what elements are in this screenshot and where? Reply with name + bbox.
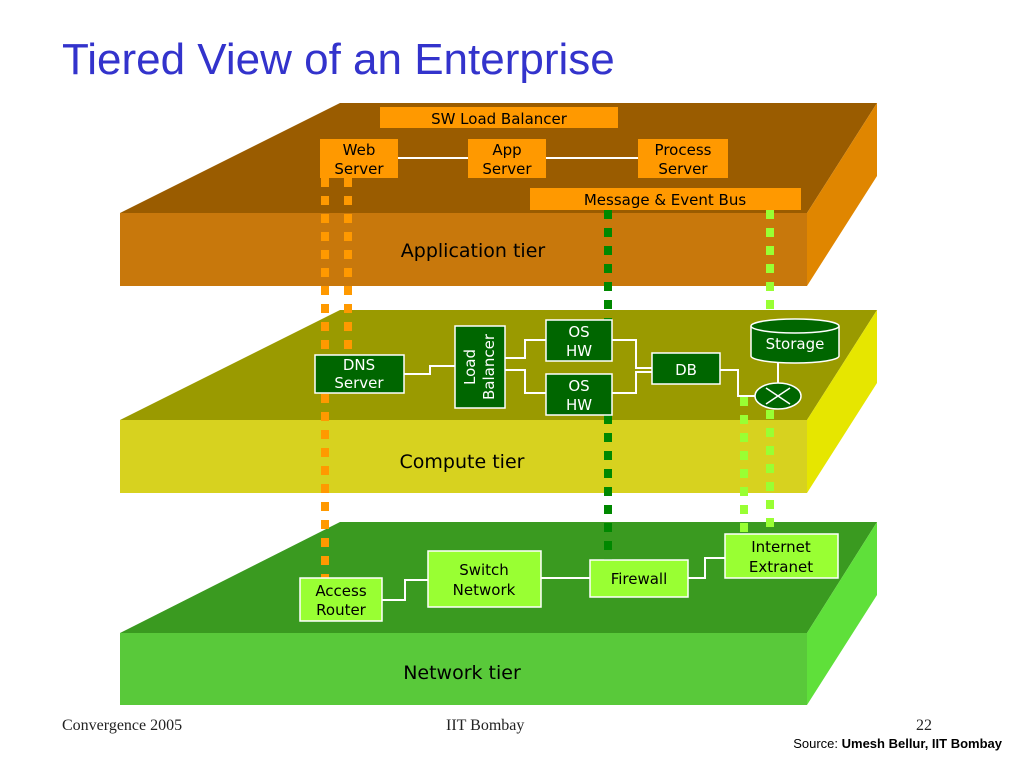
svg-text:Load: Load <box>461 349 479 385</box>
network-tier-front <box>120 633 807 705</box>
source-author: Umesh Bellur, IIT Bombay <box>841 736 1002 751</box>
db-box: DB <box>651 352 721 385</box>
svg-text:Server: Server <box>658 160 708 178</box>
os-hw-box-1: OS HW <box>545 319 613 362</box>
sw-load-balancer-box: SW Load Balancer <box>380 107 618 128</box>
footer-center: IIT Bombay <box>446 717 525 734</box>
lb-os1-link <box>505 339 546 359</box>
svg-text:Process: Process <box>655 141 712 159</box>
dns-lb-link <box>404 365 455 375</box>
load-balancer-box: Load Balancer <box>454 325 506 409</box>
internet-extranet-box: Internet Extranet <box>724 533 839 579</box>
application-tier-label: Application tier <box>401 240 546 262</box>
sw-load-balancer-label: SW Load Balancer <box>431 110 568 128</box>
svg-text:Server: Server <box>334 160 384 178</box>
svg-text:Server: Server <box>334 374 384 392</box>
svg-text:Access: Access <box>315 582 367 600</box>
svg-text:Internet: Internet <box>751 538 811 556</box>
svg-text:Network: Network <box>453 581 516 599</box>
firewall-box: Firewall <box>589 559 689 598</box>
slide-title: Tiered View of an Enterprise <box>62 35 615 84</box>
svg-text:HW: HW <box>566 396 592 414</box>
svg-text:HW: HW <box>566 342 592 360</box>
page-number: 22 <box>916 717 932 734</box>
storage-label: Storage <box>766 335 825 353</box>
compute-tier-side <box>807 310 877 493</box>
lb-os2-link <box>505 369 546 394</box>
message-event-bus-box: Message & Event Bus <box>530 188 801 210</box>
app-server-box: App Server <box>468 139 546 178</box>
os1-db-link <box>612 339 652 369</box>
network-tier-side <box>807 522 877 705</box>
storage-cylinder: Storage <box>750 318 840 364</box>
web-server-box: Web Server <box>320 139 398 178</box>
switch-network-box: Switch Network <box>427 550 542 608</box>
os2-db-link <box>612 371 652 394</box>
db-switch-link <box>720 369 755 397</box>
os-hw-box-2: OS HW <box>545 373 613 416</box>
compute-tier-label: Compute tier <box>400 451 525 473</box>
process-server-box: Process Server <box>638 139 728 178</box>
svg-text:Router: Router <box>316 601 367 619</box>
compute-tier-front <box>120 420 807 493</box>
svg-text:OS: OS <box>568 323 589 341</box>
firewall-label: Firewall <box>611 570 668 588</box>
storage-switch-icon <box>754 382 802 410</box>
svg-text:OS: OS <box>568 377 589 395</box>
svg-text:Web: Web <box>343 141 376 159</box>
footer-left: Convergence 2005 <box>62 717 183 734</box>
source-credit: Source: Umesh Bellur, IIT Bombay <box>793 736 1002 751</box>
firewall-internet-link <box>688 557 725 579</box>
compute-tier: Compute tier <box>120 310 877 493</box>
message-event-bus-label: Message & Event Bus <box>584 191 747 209</box>
access-router-box: Access Router <box>299 577 383 622</box>
application-tier-front <box>120 213 807 286</box>
application-tier-side <box>807 103 877 286</box>
svg-text:DNS: DNS <box>343 356 375 374</box>
router-switch-link <box>382 579 428 601</box>
dns-server-box: DNS Server <box>314 354 405 394</box>
svg-text:Server: Server <box>482 160 532 178</box>
svg-text:DB: DB <box>675 361 697 379</box>
svg-text:Switch: Switch <box>459 561 509 579</box>
network-tier-label: Network tier <box>403 662 521 684</box>
source-prefix: Source: <box>793 736 842 751</box>
svg-text:Balancer: Balancer <box>480 333 498 400</box>
svg-text:Extranet: Extranet <box>749 558 813 576</box>
svg-text:App: App <box>492 141 521 159</box>
